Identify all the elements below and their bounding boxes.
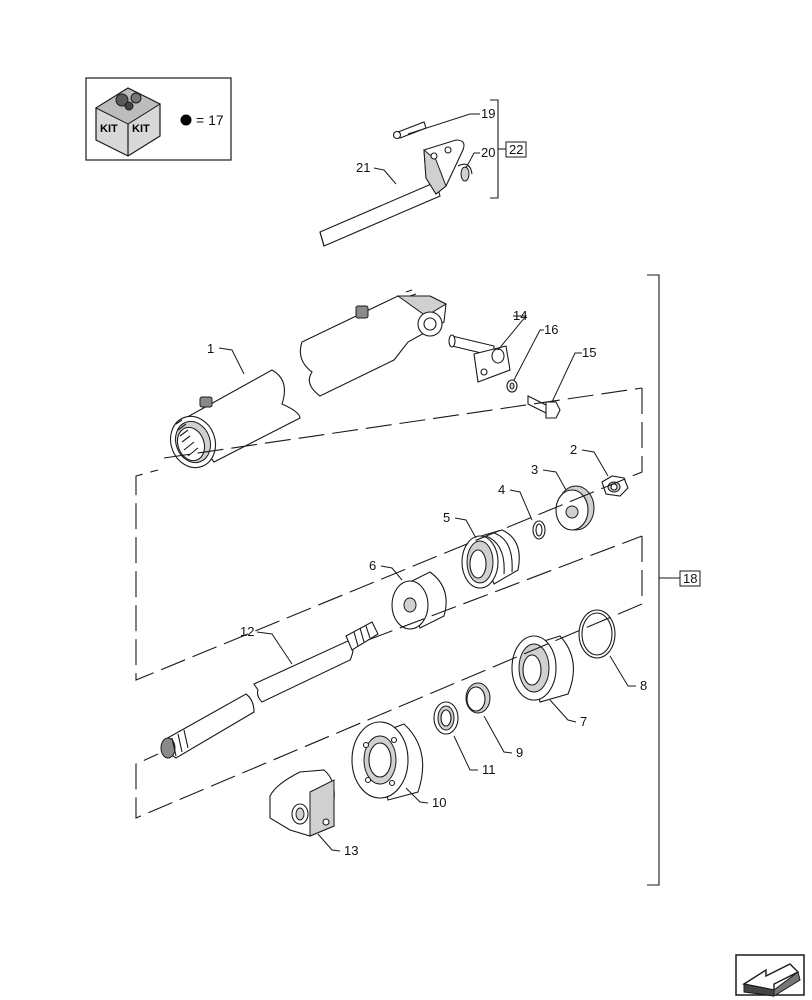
- cylinder-head: [299, 289, 448, 397]
- callout-21: 21: [356, 160, 370, 175]
- callout-11: 11: [482, 762, 496, 777]
- kit-dot-icon: [180, 114, 192, 126]
- kit-equals-text: = 17: [196, 112, 224, 128]
- explosion-guides: [135, 387, 643, 819]
- callout-1: 1: [207, 341, 214, 356]
- wiper-11: [433, 701, 459, 735]
- callout-3: 3: [531, 462, 538, 477]
- svg-text:22: 22: [509, 142, 523, 157]
- kit-label-left: KIT: [100, 123, 118, 135]
- ring-nut-10: [351, 721, 424, 801]
- piston-washer-3: [555, 485, 595, 531]
- callout-20: 20: [481, 145, 495, 160]
- end-eye-13: [269, 769, 335, 837]
- leader-lines: [218, 113, 636, 852]
- kit-label-right: KIT: [132, 123, 150, 135]
- callout-12: 12: [240, 624, 254, 639]
- callout-labels: 1 2 3 4 5 6 12 14 16 15 21 19 20 8 7 9 1…: [207, 106, 647, 858]
- piston-rod-12: [160, 621, 379, 759]
- kit-box-icon: KIT KIT: [94, 87, 162, 157]
- callout-14: 14: [513, 308, 527, 323]
- kit-legend: KIT KIT = 17: [85, 77, 232, 161]
- callout-5: 5: [443, 510, 450, 525]
- seal-9: [465, 682, 491, 714]
- callout-8: 8: [640, 678, 647, 693]
- callout-4: 4: [498, 482, 505, 497]
- gland-7: [511, 635, 574, 703]
- assembly-ref-22: 22: [505, 141, 527, 158]
- cylinder-barrel: [169, 369, 301, 469]
- callout-10: 10: [432, 795, 446, 810]
- next-page-arrow-icon[interactable]: [735, 954, 805, 997]
- callout-16: 16: [544, 322, 558, 337]
- callout-9: 9: [516, 745, 523, 760]
- callout-19: 19: [481, 106, 495, 121]
- svg-text:18: 18: [683, 571, 697, 586]
- o-ring-4: [532, 520, 546, 540]
- guide-6: [391, 571, 447, 630]
- piston-5: [461, 529, 520, 589]
- callout-2: 2: [570, 442, 577, 457]
- assembly-ref-18: 18: [679, 570, 701, 587]
- pin-plate: [448, 334, 511, 383]
- bolt-15: [527, 395, 561, 419]
- callout-13: 13: [344, 843, 358, 858]
- o-ring-8: [578, 609, 616, 659]
- handle-assembly: [319, 99, 506, 247]
- callout-6: 6: [369, 558, 376, 573]
- callout-7: 7: [580, 714, 587, 729]
- callout-15: 15: [582, 345, 596, 360]
